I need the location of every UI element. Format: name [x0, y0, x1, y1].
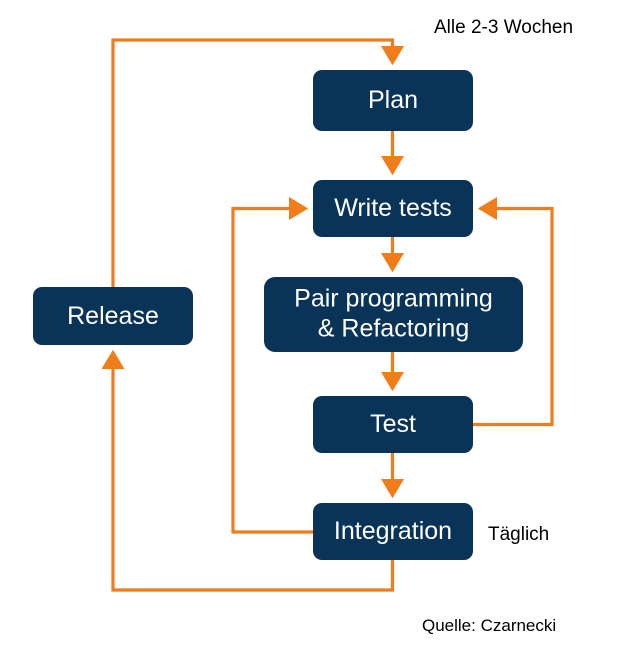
- node-pair-programming-label-line2: & Refactoring: [318, 315, 469, 343]
- node-release-label: Release: [67, 302, 159, 330]
- node-pair-programming[interactable]: Pair programming & Refactoring: [264, 277, 523, 352]
- node-integration-label: Integration: [334, 517, 452, 545]
- node-integration[interactable]: Integration: [313, 503, 473, 560]
- annotation-source: Quelle: Czarnecki: [422, 616, 556, 635]
- node-plan[interactable]: Plan: [313, 70, 473, 131]
- node-pair-programming-label-line1: Pair programming: [294, 285, 493, 313]
- node-plan-rect[interactable]: [313, 70, 473, 131]
- node-write-tests-label: Write tests: [334, 194, 452, 222]
- node-test[interactable]: Test: [313, 396, 473, 453]
- edge-release-to-plan: [111, 38, 405, 287]
- edge-integration-back-to-write-tests: [231, 196, 313, 534]
- node-pair-programming-rect[interactable]: [264, 277, 523, 352]
- node-test-label: Test: [370, 410, 416, 438]
- node-release[interactable]: Release: [33, 287, 193, 345]
- node-plan-label: Plan: [368, 86, 418, 114]
- edge-test-back-to-write-tests: [473, 196, 554, 427]
- node-write-tests-rect[interactable]: [313, 180, 473, 237]
- node-integration-rect[interactable]: [313, 503, 473, 560]
- annotation-daily-cadence: Täglich: [488, 524, 549, 545]
- node-write-tests[interactable]: Write tests: [313, 180, 473, 237]
- annotation-iteration-cadence: Alle 2-3 Wochen: [434, 17, 573, 38]
- node-test-rect[interactable]: [313, 396, 473, 453]
- node-release-rect[interactable]: [33, 287, 193, 345]
- edge-integration-to-release: [101, 349, 395, 592]
